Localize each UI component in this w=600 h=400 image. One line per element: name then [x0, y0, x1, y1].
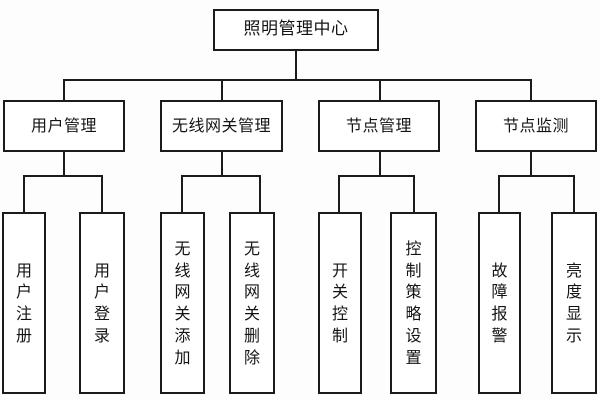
- connector-bus-to-branch-3: [379, 79, 381, 101]
- connector-branch1-to-leaf1: [23, 175, 25, 213]
- node-leaf-label: 无线网关添加: [174, 238, 191, 367]
- node-branch-node-monitoring[interactable]: 节点监测: [475, 100, 597, 152]
- connector-branch4-to-leaf2: [573, 175, 575, 213]
- connector-branch1-to-leaf2: [101, 175, 103, 213]
- connector-level2-bus: [64, 79, 532, 81]
- connector-branch1-drop: [63, 152, 65, 176]
- connector-branch4-to-leaf1: [498, 175, 500, 213]
- connector-branch2-to-leaf1: [181, 175, 183, 213]
- node-branch-node-management[interactable]: 节点管理: [318, 100, 440, 152]
- connector-branch4-bus: [499, 175, 575, 177]
- node-leaf-fault-alarm[interactable]: 故障报警: [478, 212, 521, 394]
- node-leaf-label: 用户登录: [93, 260, 110, 345]
- node-branch-user-management[interactable]: 用户管理: [3, 100, 125, 152]
- node-leaf-label: 控制策略设置: [405, 238, 422, 367]
- node-branch-label: 节点管理: [345, 115, 412, 135]
- node-branch-label: 节点监测: [502, 115, 569, 135]
- connector-bus-to-branch-4: [530, 79, 532, 101]
- connector-branch3-to-leaf1: [338, 175, 340, 213]
- connector-branch1-bus: [24, 175, 103, 177]
- node-leaf-user-login[interactable]: 用户登录: [79, 212, 125, 394]
- node-root-lighting-management-center[interactable]: 照明管理中心: [213, 9, 379, 51]
- node-leaf-label: 故障报警: [491, 260, 508, 345]
- connector-branch2-bus: [182, 175, 261, 177]
- connector-bus-to-branch-1: [63, 79, 65, 101]
- node-leaf-wireless-gateway-delete[interactable]: 无线网关删除: [229, 212, 275, 394]
- connector-branch3-drop: [379, 152, 381, 176]
- node-leaf-label: 用户注册: [15, 260, 32, 345]
- node-branch-label: 用户管理: [30, 115, 97, 135]
- connector-branch3-to-leaf2: [413, 175, 415, 213]
- connector-branch2-to-leaf2: [259, 175, 261, 213]
- node-branch-wireless-gateway-management[interactable]: 无线网关管理: [160, 100, 283, 152]
- node-leaf-label: 开关控制: [331, 260, 348, 345]
- connector-branch3-bus: [339, 175, 415, 177]
- node-leaf-wireless-gateway-add[interactable]: 无线网关添加: [160, 212, 205, 394]
- connector-bus-to-branch-2: [221, 79, 223, 101]
- connector-root-drop: [295, 51, 297, 80]
- node-leaf-control-strategy-settings[interactable]: 控制策略设置: [390, 212, 437, 394]
- connector-branch2-drop: [221, 152, 223, 176]
- node-branch-label: 无线网关管理: [171, 115, 271, 135]
- node-leaf-user-registration[interactable]: 用户注册: [2, 212, 46, 394]
- node-leaf-label: 无线网关删除: [243, 238, 260, 367]
- node-root-label: 照明管理中心: [243, 19, 349, 40]
- node-leaf-switch-control[interactable]: 开关控制: [318, 212, 362, 394]
- connector-branch4-drop: [530, 152, 532, 176]
- node-leaf-label: 亮度显示: [565, 260, 582, 345]
- node-leaf-brightness-display[interactable]: 亮度显示: [551, 212, 597, 394]
